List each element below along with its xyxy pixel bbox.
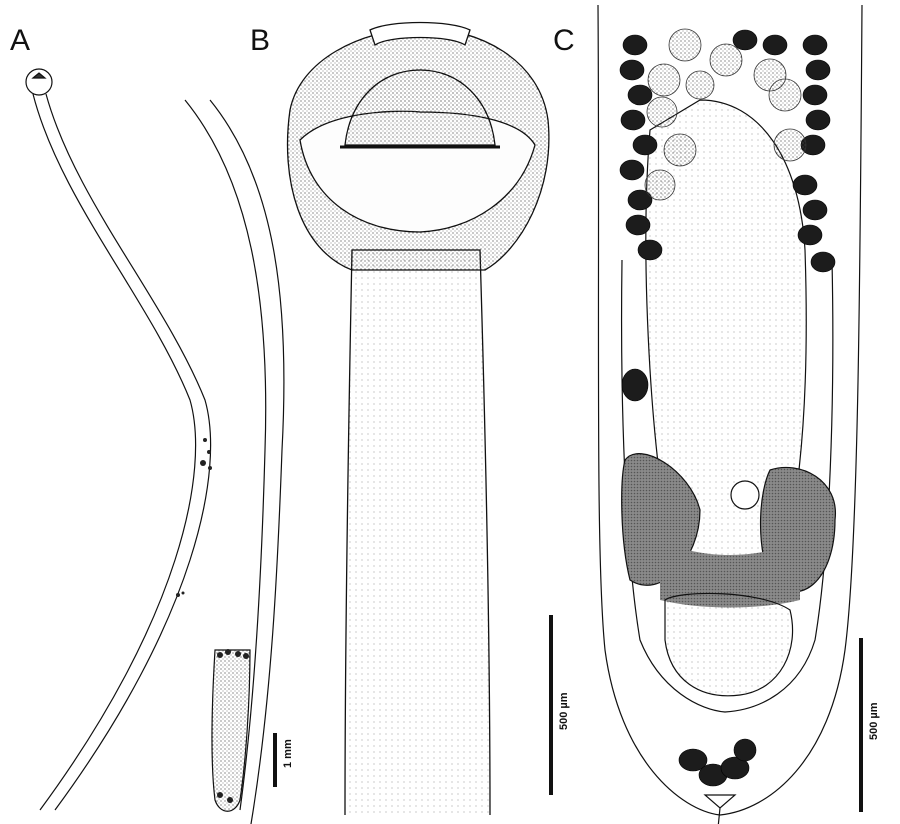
svg-text:500 µm: 500 µm	[868, 702, 880, 740]
panel-b-label: B	[250, 24, 270, 57]
proglottid	[597, 4, 863, 824]
svg-text:1 mm: 1 mm	[282, 739, 294, 768]
svg-text:500 µm: 500 µm	[558, 692, 570, 730]
uterine-eggs	[644, 28, 807, 201]
scale-bar-b: 500 µm	[549, 615, 570, 795]
panel-b: B 500 µm	[250, 21, 570, 816]
worm-posterior	[184, 99, 285, 824]
panel-c-label: C	[553, 24, 575, 57]
panel-a-label: A	[10, 24, 30, 57]
worm-anterior	[25, 68, 212, 811]
panel-a: A 1 mm	[10, 24, 294, 824]
scale-bar-c: 500 µm	[859, 638, 880, 812]
scolex	[286, 21, 550, 816]
vitelline-follicles	[619, 29, 836, 787]
scale-bar-a: 1 mm	[273, 733, 294, 787]
panel-c: C	[553, 4, 880, 824]
